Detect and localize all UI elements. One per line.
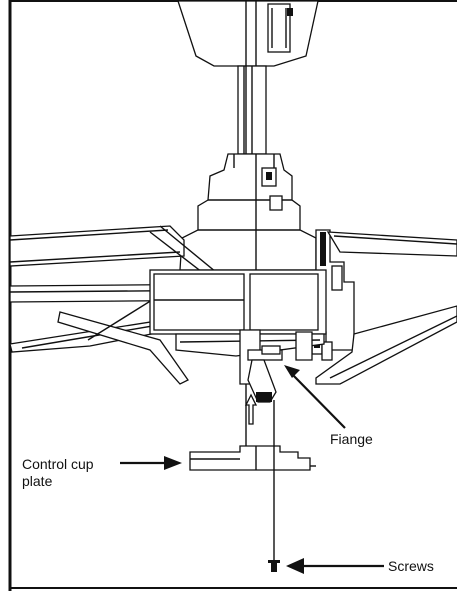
flange-label: Fiange xyxy=(330,431,373,447)
ceiling-canopy xyxy=(177,0,319,67)
motor-housing xyxy=(179,153,317,271)
screws-arrow-icon xyxy=(286,558,384,574)
control-cup-label-line2: plate xyxy=(22,473,53,489)
flange-arrow-icon xyxy=(284,365,346,429)
control-cup-arrow-icon xyxy=(120,456,182,470)
screw xyxy=(268,400,280,572)
screws-label: Screws xyxy=(388,558,434,574)
control-cup-label-line1: Control cup xyxy=(22,456,94,472)
lower-switch-cup xyxy=(239,329,313,403)
up-arrow-icon xyxy=(244,393,258,425)
motor-body xyxy=(149,269,327,357)
control-cup-plate xyxy=(189,445,316,471)
blade-right xyxy=(315,231,457,385)
